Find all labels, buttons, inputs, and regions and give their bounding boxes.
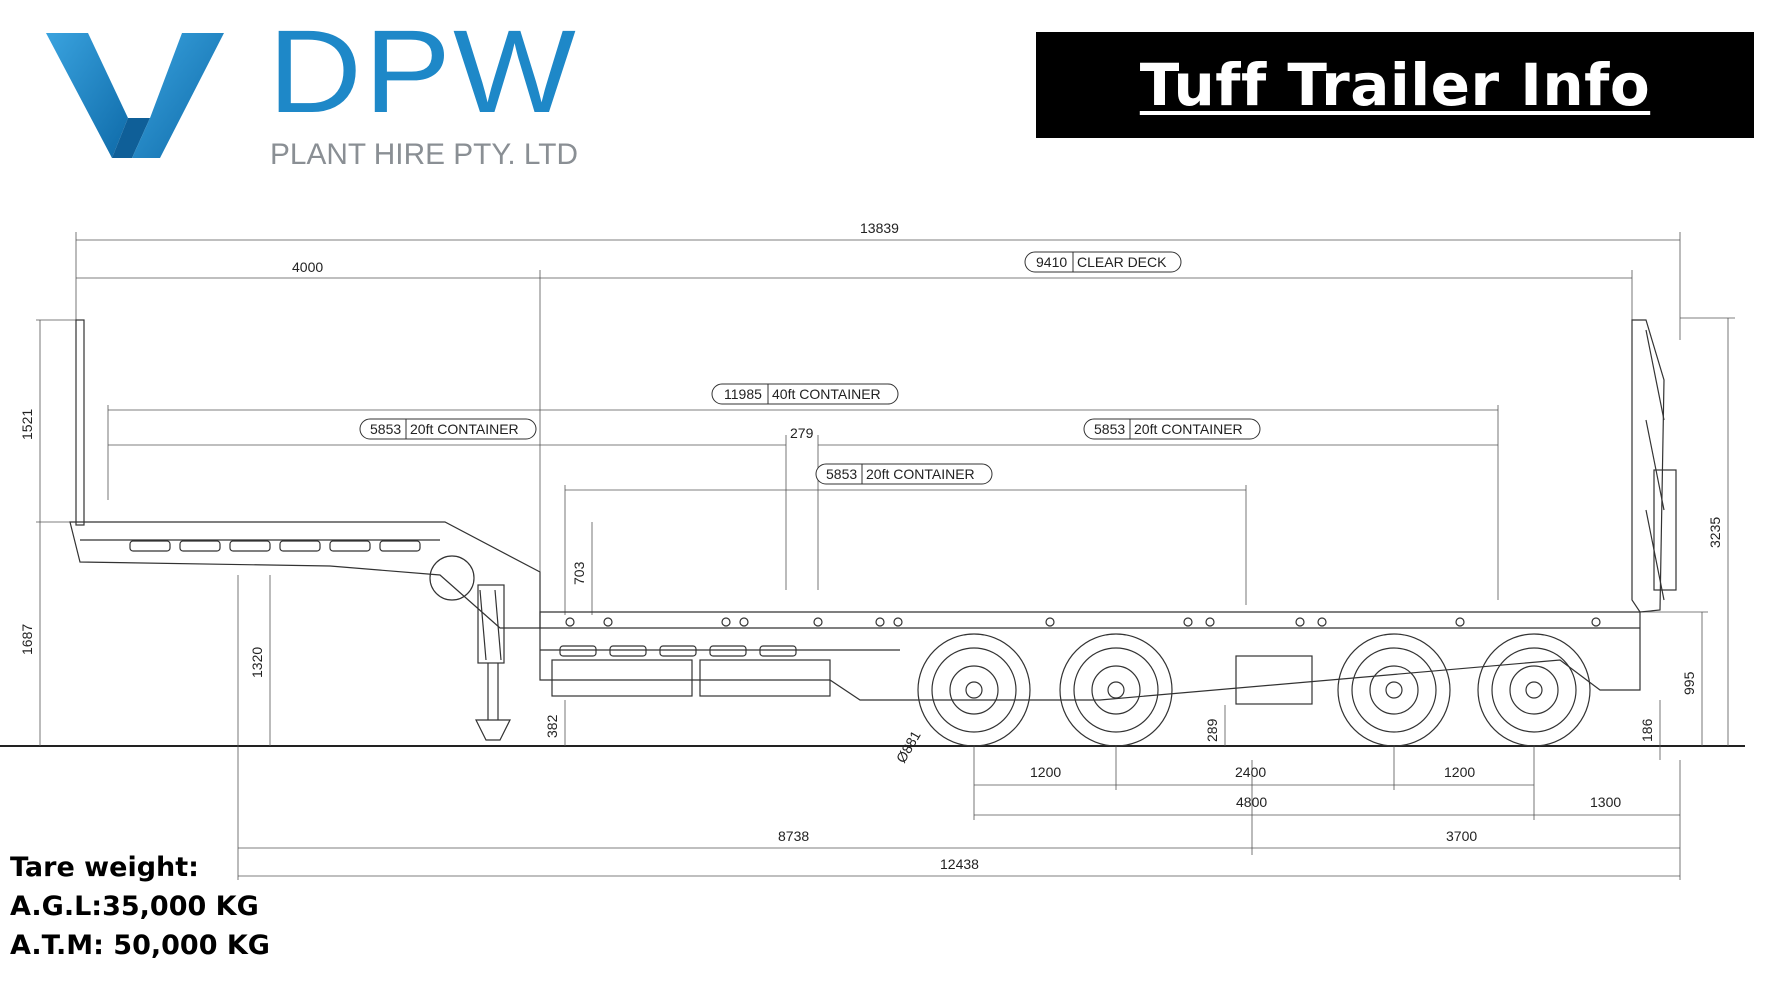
dim-deck-382: 382 bbox=[544, 714, 560, 738]
dim-axle-group: 4800 bbox=[1236, 794, 1267, 810]
banner-title: Tuff Trailer Info bbox=[1139, 51, 1651, 119]
container-20ft-mid-value: 5853 bbox=[826, 466, 857, 482]
wheel-group bbox=[917, 633, 1591, 747]
trailer-body bbox=[69, 319, 1677, 741]
dim-kingpin-height: 1320 bbox=[249, 647, 265, 678]
container-40ft-tag: 11985 40ft CONTAINER bbox=[711, 383, 899, 405]
container-20ft-rear-tag: 5853 20ft CONTAINER bbox=[1083, 418, 1261, 440]
dim-rear-overhang: 1300 bbox=[1590, 794, 1621, 810]
dim-axle-spacing-1: 1200 bbox=[1030, 764, 1061, 780]
wheel-3 bbox=[1337, 633, 1451, 747]
dim-step-703: 703 bbox=[571, 561, 587, 585]
dim-front-deck-height: 1687 bbox=[19, 624, 35, 655]
container-20ft-front-value: 5853 bbox=[370, 421, 401, 437]
wheel-1 bbox=[917, 633, 1031, 747]
container-40ft-label: 40ft CONTAINER bbox=[772, 386, 881, 402]
weight-agl: A.G.L:35,000 KG bbox=[10, 891, 259, 922]
container-20ft-mid-tag: 5853 20ft CONTAINER bbox=[815, 463, 993, 485]
dim-center-to-rear: 3700 bbox=[1446, 828, 1477, 844]
dim-rear-deck-186: 186 bbox=[1639, 718, 1655, 742]
weights-block: Tare weight: A.G.L:35,000 KG A.T.M: 50,0… bbox=[10, 848, 330, 965]
wheel-4 bbox=[1477, 633, 1591, 747]
container-20ft-rear-label: 20ft CONTAINER bbox=[1134, 421, 1243, 437]
dim-overall-length: 13839 bbox=[860, 220, 899, 236]
weight-atm: A.T.M: 50,000 KG bbox=[10, 930, 270, 961]
brand-name: DPW bbox=[268, 6, 578, 138]
clear-deck-tag: 9410 CLEAR DECK bbox=[1024, 251, 1182, 273]
dim-kingpin-to-center: 8738 bbox=[778, 828, 809, 844]
title-banner: Tuff Trailer Info bbox=[1036, 32, 1754, 138]
brand-subtitle: PLANT HIRE PTY. LTD bbox=[270, 138, 578, 171]
container-20ft-front-label: 20ft CONTAINER bbox=[410, 421, 519, 437]
dim-axle-spacing-2: 2400 bbox=[1235, 764, 1266, 780]
container-20ft-rear-value: 5853 bbox=[1094, 421, 1125, 437]
container-20ft-mid-label: 20ft CONTAINER bbox=[866, 466, 975, 482]
dim-rear-height-995: 995 bbox=[1681, 671, 1697, 695]
dim-axle-spacing-3: 1200 bbox=[1444, 764, 1475, 780]
clear-deck-value: 9410 bbox=[1036, 254, 1067, 270]
w-mark-icon bbox=[46, 33, 224, 158]
dim-front-section: 4000 bbox=[292, 259, 323, 275]
company-logo: DPW PLANT HIRE PTY. LTD bbox=[46, 6, 578, 171]
wheel-2 bbox=[1059, 633, 1173, 747]
dim-clearance-289: 289 bbox=[1204, 718, 1220, 742]
container-40ft-value: 11985 bbox=[724, 386, 762, 402]
clear-deck-label: CLEAR DECK bbox=[1077, 254, 1167, 270]
container-20ft-front-tag: 5853 20ft CONTAINER bbox=[359, 418, 537, 440]
weights-heading: Tare weight: bbox=[10, 852, 199, 883]
dim-gap-279: 279 bbox=[790, 425, 814, 441]
dim-overall-height: 3235 bbox=[1707, 517, 1723, 548]
dim-gooseneck-height: 1521 bbox=[19, 409, 35, 440]
dim-kingpin-to-rear: 12438 bbox=[940, 856, 979, 872]
